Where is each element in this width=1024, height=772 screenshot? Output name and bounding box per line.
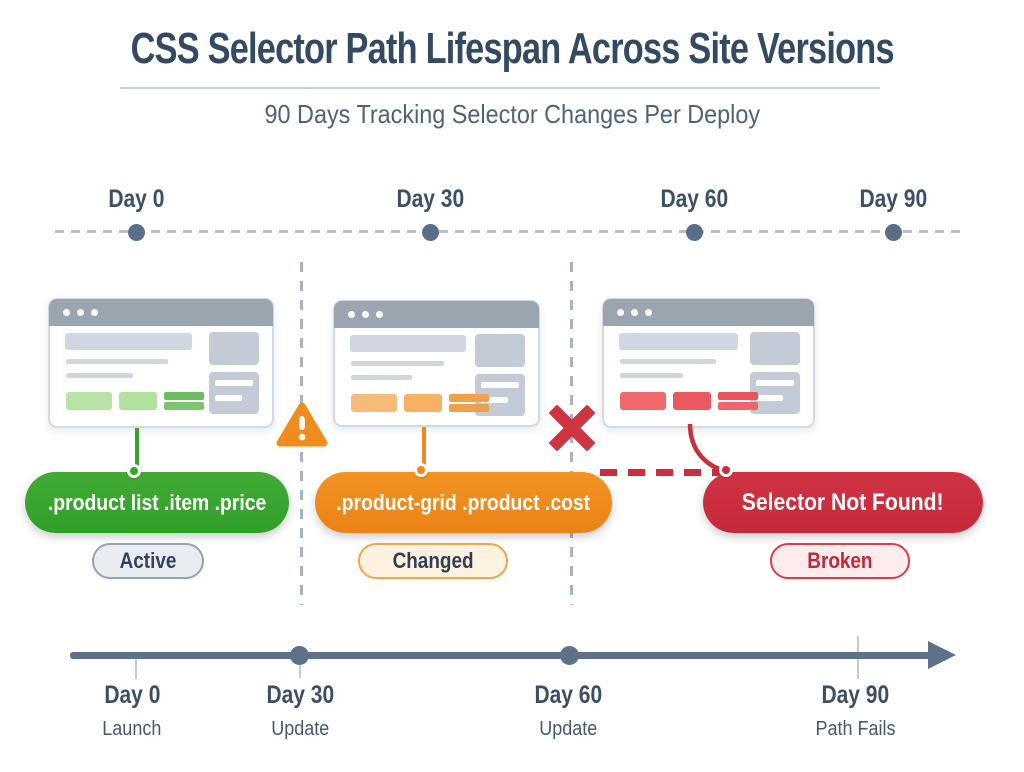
top-timeline-dot-day0 <box>128 224 145 241</box>
window-control-dot <box>645 309 652 316</box>
bottom-label-day90: Day 90 <box>821 681 889 709</box>
content-header-bar <box>65 333 192 350</box>
content-text-line <box>620 359 717 364</box>
page-title: CSS Selector Path Lifespan Across Site V… <box>0 24 1024 74</box>
top-timeline-dot-day30 <box>422 224 439 241</box>
status-badge-active-text: Active <box>119 548 177 573</box>
browser-window-active <box>48 298 274 428</box>
content-header-bar <box>619 333 739 350</box>
sidebar-card <box>209 332 259 365</box>
browser-window-broken <box>602 298 815 428</box>
product-block <box>673 392 711 410</box>
bottom-timeline-dot-day60 <box>560 646 579 665</box>
content-text-line <box>351 361 445 366</box>
status-badge-broken: Broken <box>770 543 910 579</box>
top-timeline-dot-day90 <box>885 224 902 241</box>
bottom-timeline-dot-day30 <box>290 646 309 665</box>
status-badge-changed: Changed <box>358 543 508 579</box>
title-divider <box>120 87 880 89</box>
sidebar-card <box>209 372 259 414</box>
connector-red-dashed <box>600 469 724 476</box>
bottom-tick-day30 <box>299 661 301 678</box>
content-text-line <box>351 375 412 380</box>
content-text-line <box>66 373 133 378</box>
window-control-dot <box>348 311 355 318</box>
status-badge-active: Active <box>92 543 204 579</box>
window-control-dot <box>362 311 369 318</box>
product-block <box>164 392 204 410</box>
product-block <box>449 394 489 412</box>
top-marker-label-day60: Day 60 <box>660 185 728 213</box>
selector-pill-active: .product list .item .price <box>25 472 289 533</box>
bottom-timeline-arrowhead <box>928 641 956 669</box>
window-control-dot <box>631 309 638 316</box>
window-control-dot <box>77 309 84 316</box>
warning-triangle-icon <box>276 402 328 447</box>
product-block <box>404 394 442 412</box>
bottom-event-pathfails: Path Fails <box>814 718 896 740</box>
window-control-dot <box>376 311 383 318</box>
page-subtitle: 90 Days Tracking Selector Changes Per De… <box>0 99 1024 130</box>
bottom-tick-day0 <box>135 659 137 679</box>
x-cross-icon <box>549 405 595 451</box>
selector-pill-broken-text: Selector Not Found! <box>742 488 944 516</box>
selector-pill-changed: .product-grid .product .cost <box>315 472 612 533</box>
top-timeline-dot-day60 <box>686 224 703 241</box>
window-control-dot <box>617 309 624 316</box>
page-title-text: CSS Selector Path Lifespan Across Site V… <box>130 24 894 73</box>
product-block <box>119 392 157 410</box>
selector-pill-active-text: .product list .item .price <box>47 489 267 515</box>
bottom-event-update2: Update <box>538 718 598 740</box>
junction-dot-orange <box>414 463 428 477</box>
bottom-label-day30: Day 30 <box>266 681 334 709</box>
status-badge-changed-text: Changed <box>392 548 474 573</box>
connector-green <box>135 428 139 475</box>
junction-dot-red <box>719 463 733 477</box>
top-marker-label-day30: Day 30 <box>396 185 464 213</box>
content-text-line <box>66 359 169 364</box>
browser-window-changed <box>333 300 540 427</box>
bottom-label-day60: Day 60 <box>534 681 602 709</box>
window-control-dot <box>63 309 70 316</box>
product-block <box>66 392 112 410</box>
product-block <box>718 392 758 410</box>
content-header-bar <box>350 335 466 352</box>
connector-orange <box>422 427 426 474</box>
window-titlebar <box>49 299 273 326</box>
bottom-timeline-axis <box>70 652 932 659</box>
sidebar-card <box>750 332 800 365</box>
status-badge-broken-text: Broken <box>807 548 873 573</box>
product-block <box>351 394 397 412</box>
window-titlebar <box>603 299 814 326</box>
sidebar-card <box>475 334 525 367</box>
selector-pill-changed-text: .product-grid .product .cost <box>336 489 591 515</box>
top-marker-label-day0: Day 0 <box>107 185 165 213</box>
window-titlebar <box>334 301 539 328</box>
page-subtitle-text: 90 Days Tracking Selector Changes Per De… <box>264 99 760 129</box>
product-block <box>620 392 666 410</box>
content-text-line <box>620 373 683 378</box>
bottom-event-update1: Update <box>270 718 330 740</box>
selector-pill-broken: Selector Not Found! <box>703 472 983 533</box>
sidebar-card <box>750 372 800 414</box>
top-timeline-track <box>55 230 967 233</box>
window-control-dot <box>91 309 98 316</box>
bottom-label-day0: Day 0 <box>103 681 161 709</box>
top-marker-label-day90: Day 90 <box>859 185 927 213</box>
bottom-event-launch: Launch <box>102 718 162 740</box>
junction-dot-green <box>127 464 141 478</box>
